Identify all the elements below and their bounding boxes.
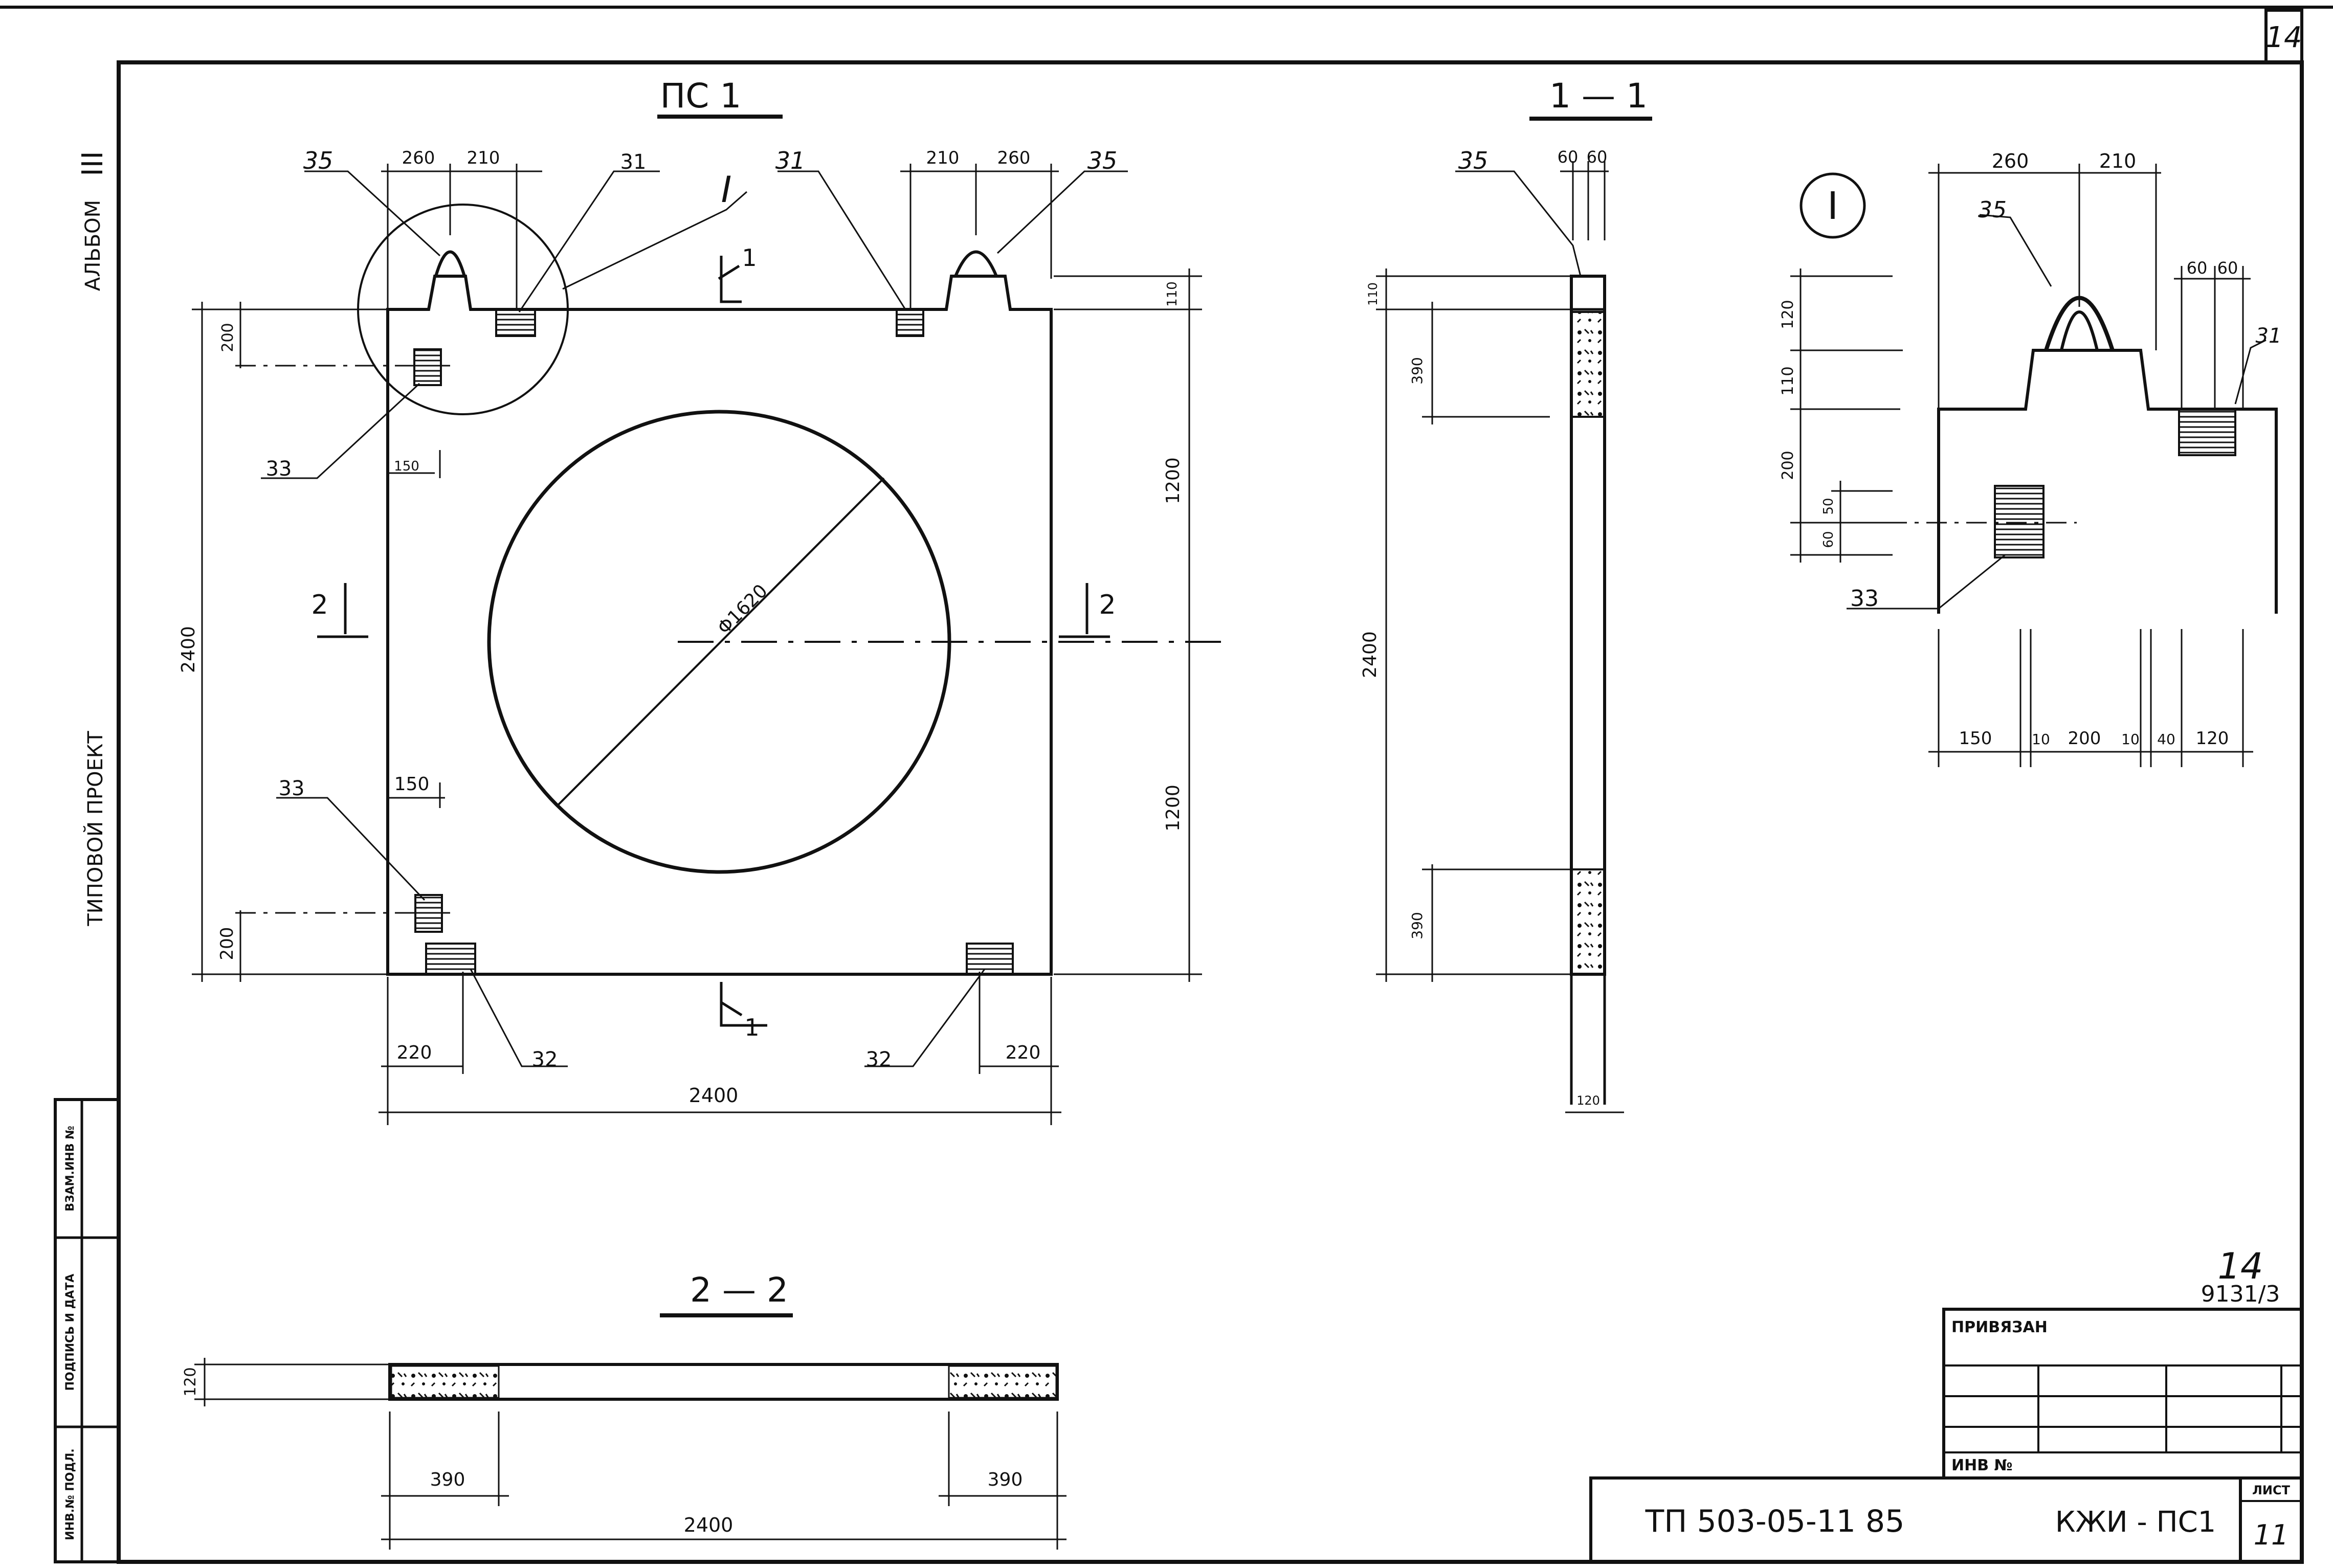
dim-text: 110 bbox=[1366, 282, 1380, 306]
privyazan-label: ПРИВЯЗАН bbox=[1951, 1318, 2048, 1336]
dim-text: 10 bbox=[2032, 731, 2050, 748]
dim-text: 1200 bbox=[1163, 457, 1184, 504]
dim-text: 10 bbox=[2121, 731, 2140, 748]
ref-label: 32 bbox=[866, 1048, 892, 1071]
dim-text: 60 bbox=[1558, 147, 1579, 167]
section-title: 2 — 2 bbox=[690, 1270, 788, 1310]
dim-text: 2400 bbox=[689, 1084, 739, 1107]
section-title: 1 — 1 bbox=[1549, 76, 1648, 116]
dim-text: 210 bbox=[2099, 150, 2137, 172]
dim-text: 260 bbox=[1992, 150, 2029, 172]
dim-text: 220 bbox=[1006, 1042, 1041, 1063]
dim-text: 150 bbox=[394, 459, 419, 474]
sheet-label: 14 bbox=[2217, 1245, 2263, 1287]
ref-label: 33 bbox=[266, 457, 292, 481]
page-number: 14 bbox=[2265, 21, 2302, 54]
dim-text: 390 bbox=[988, 1469, 1023, 1490]
stamp-inv-podl: ИНВ.№ ПОДЛ. bbox=[64, 1448, 77, 1540]
cut-label: 2 bbox=[311, 590, 328, 620]
list-label: ЛИСТ bbox=[2252, 1483, 2291, 1497]
dim-text: 110 bbox=[1779, 366, 1797, 395]
stamp-podpis: ПОДПИСЬ И ДАТА bbox=[64, 1274, 77, 1391]
ref-label: 33 bbox=[1850, 586, 1879, 612]
main-view-title: ПС 1 bbox=[660, 76, 742, 116]
dim-text: 200 bbox=[217, 927, 237, 960]
dim-text: 150 bbox=[394, 774, 430, 795]
dim-text: 1200 bbox=[1163, 785, 1184, 832]
list-number: 11 bbox=[2254, 1519, 2289, 1551]
ref-label: 31 bbox=[620, 150, 647, 174]
ref-label: 33 bbox=[279, 777, 305, 800]
detail-I: I bbox=[1779, 150, 2281, 767]
project-label: ТИПОВОЙ ПРОЕКТ bbox=[83, 731, 107, 927]
dim-text: 220 bbox=[397, 1042, 432, 1063]
ref-label: 31 bbox=[775, 147, 806, 174]
main-view: ПС 1 Φ1620 260 210 bbox=[178, 76, 1225, 1125]
dim-text: 200 bbox=[1779, 451, 1797, 480]
section-1-1: 1 — 1 35 60 60 110 390 2400 3 bbox=[1360, 76, 1652, 1113]
document-code: ТП 503-05-11 85 bbox=[1645, 1504, 1905, 1539]
dim-text: 2400 bbox=[1360, 631, 1381, 678]
dim-text: 60 bbox=[1587, 147, 1608, 167]
cut-label: 1 bbox=[742, 244, 757, 272]
cut-label: 2 bbox=[1099, 590, 1116, 620]
dim-text: 2400 bbox=[684, 1514, 734, 1536]
dim-text: 200 bbox=[2068, 728, 2101, 749]
dim-text: 150 bbox=[1959, 728, 1992, 749]
dim-text: 390 bbox=[430, 1469, 465, 1490]
ref-label: 32 bbox=[532, 1048, 558, 1071]
dim-text: 210 bbox=[926, 148, 960, 168]
dim-text: 390 bbox=[1409, 912, 1426, 939]
ref-label: 35 bbox=[1978, 197, 2007, 223]
dim-text: 260 bbox=[402, 148, 435, 168]
dim-text: 390 bbox=[1409, 357, 1426, 384]
album-label: АЛЬБОМ bbox=[81, 200, 105, 291]
dim-text: 120 bbox=[1779, 300, 1797, 329]
dim-text: 2400 bbox=[178, 626, 199, 673]
dim-text: 200 bbox=[219, 323, 237, 352]
ref-label: I bbox=[721, 169, 732, 211]
panel-outline bbox=[386, 275, 1053, 976]
dim-text: 50 bbox=[1821, 498, 1836, 514]
ref-label: 35 bbox=[1087, 147, 1118, 174]
element-mark: КЖИ - ПС1 bbox=[2055, 1506, 2216, 1539]
dim-text: 40 bbox=[2157, 731, 2175, 748]
section-2-2: 2 — 2 120 390 390 2400 bbox=[182, 1270, 1066, 1550]
ref-label: 35 bbox=[303, 147, 334, 174]
side-stamp: ВЗАМ.ИНВ № ПОДПИСЬ И ДАТА ИНВ.№ ПОДЛ. bbox=[54, 1098, 120, 1563]
detail-marker: I bbox=[1827, 184, 1838, 228]
dim-text: 60 bbox=[2187, 258, 2208, 278]
dim-text: 120 bbox=[2196, 728, 2229, 749]
dim-text: 210 bbox=[467, 148, 500, 168]
code-ref: 9131/3 bbox=[2201, 1281, 2280, 1307]
left-margin-labels: АЛЬБОМ III ТИПОВОЙ ПРОЕКТ bbox=[76, 151, 109, 926]
album-number: III bbox=[76, 151, 109, 176]
dim-text: 260 bbox=[997, 148, 1031, 168]
inv-no-label: ИНВ № bbox=[1951, 1457, 2013, 1474]
dim-text: 110 bbox=[1165, 281, 1180, 307]
diameter-label: Φ1620 bbox=[714, 580, 772, 639]
cut-label: 1 bbox=[744, 1014, 759, 1041]
stamp-vzam: ВЗАМ.ИНВ № bbox=[64, 1126, 77, 1211]
dim-text: 120 bbox=[182, 1367, 199, 1396]
dim-text: 60 bbox=[2217, 258, 2238, 278]
sheet-frame: 14 bbox=[0, 6, 2333, 1564]
dim-text: 60 bbox=[1821, 531, 1836, 548]
ref-label: 35 bbox=[1458, 147, 1488, 174]
title-block: 14 9131/3 ПРИВЯЗАН ИНВ № ТП 503-05-11 85… bbox=[1589, 1245, 2303, 1563]
dim-text: 120 bbox=[1576, 1093, 1600, 1108]
ref-label: 31 bbox=[2256, 324, 2282, 348]
